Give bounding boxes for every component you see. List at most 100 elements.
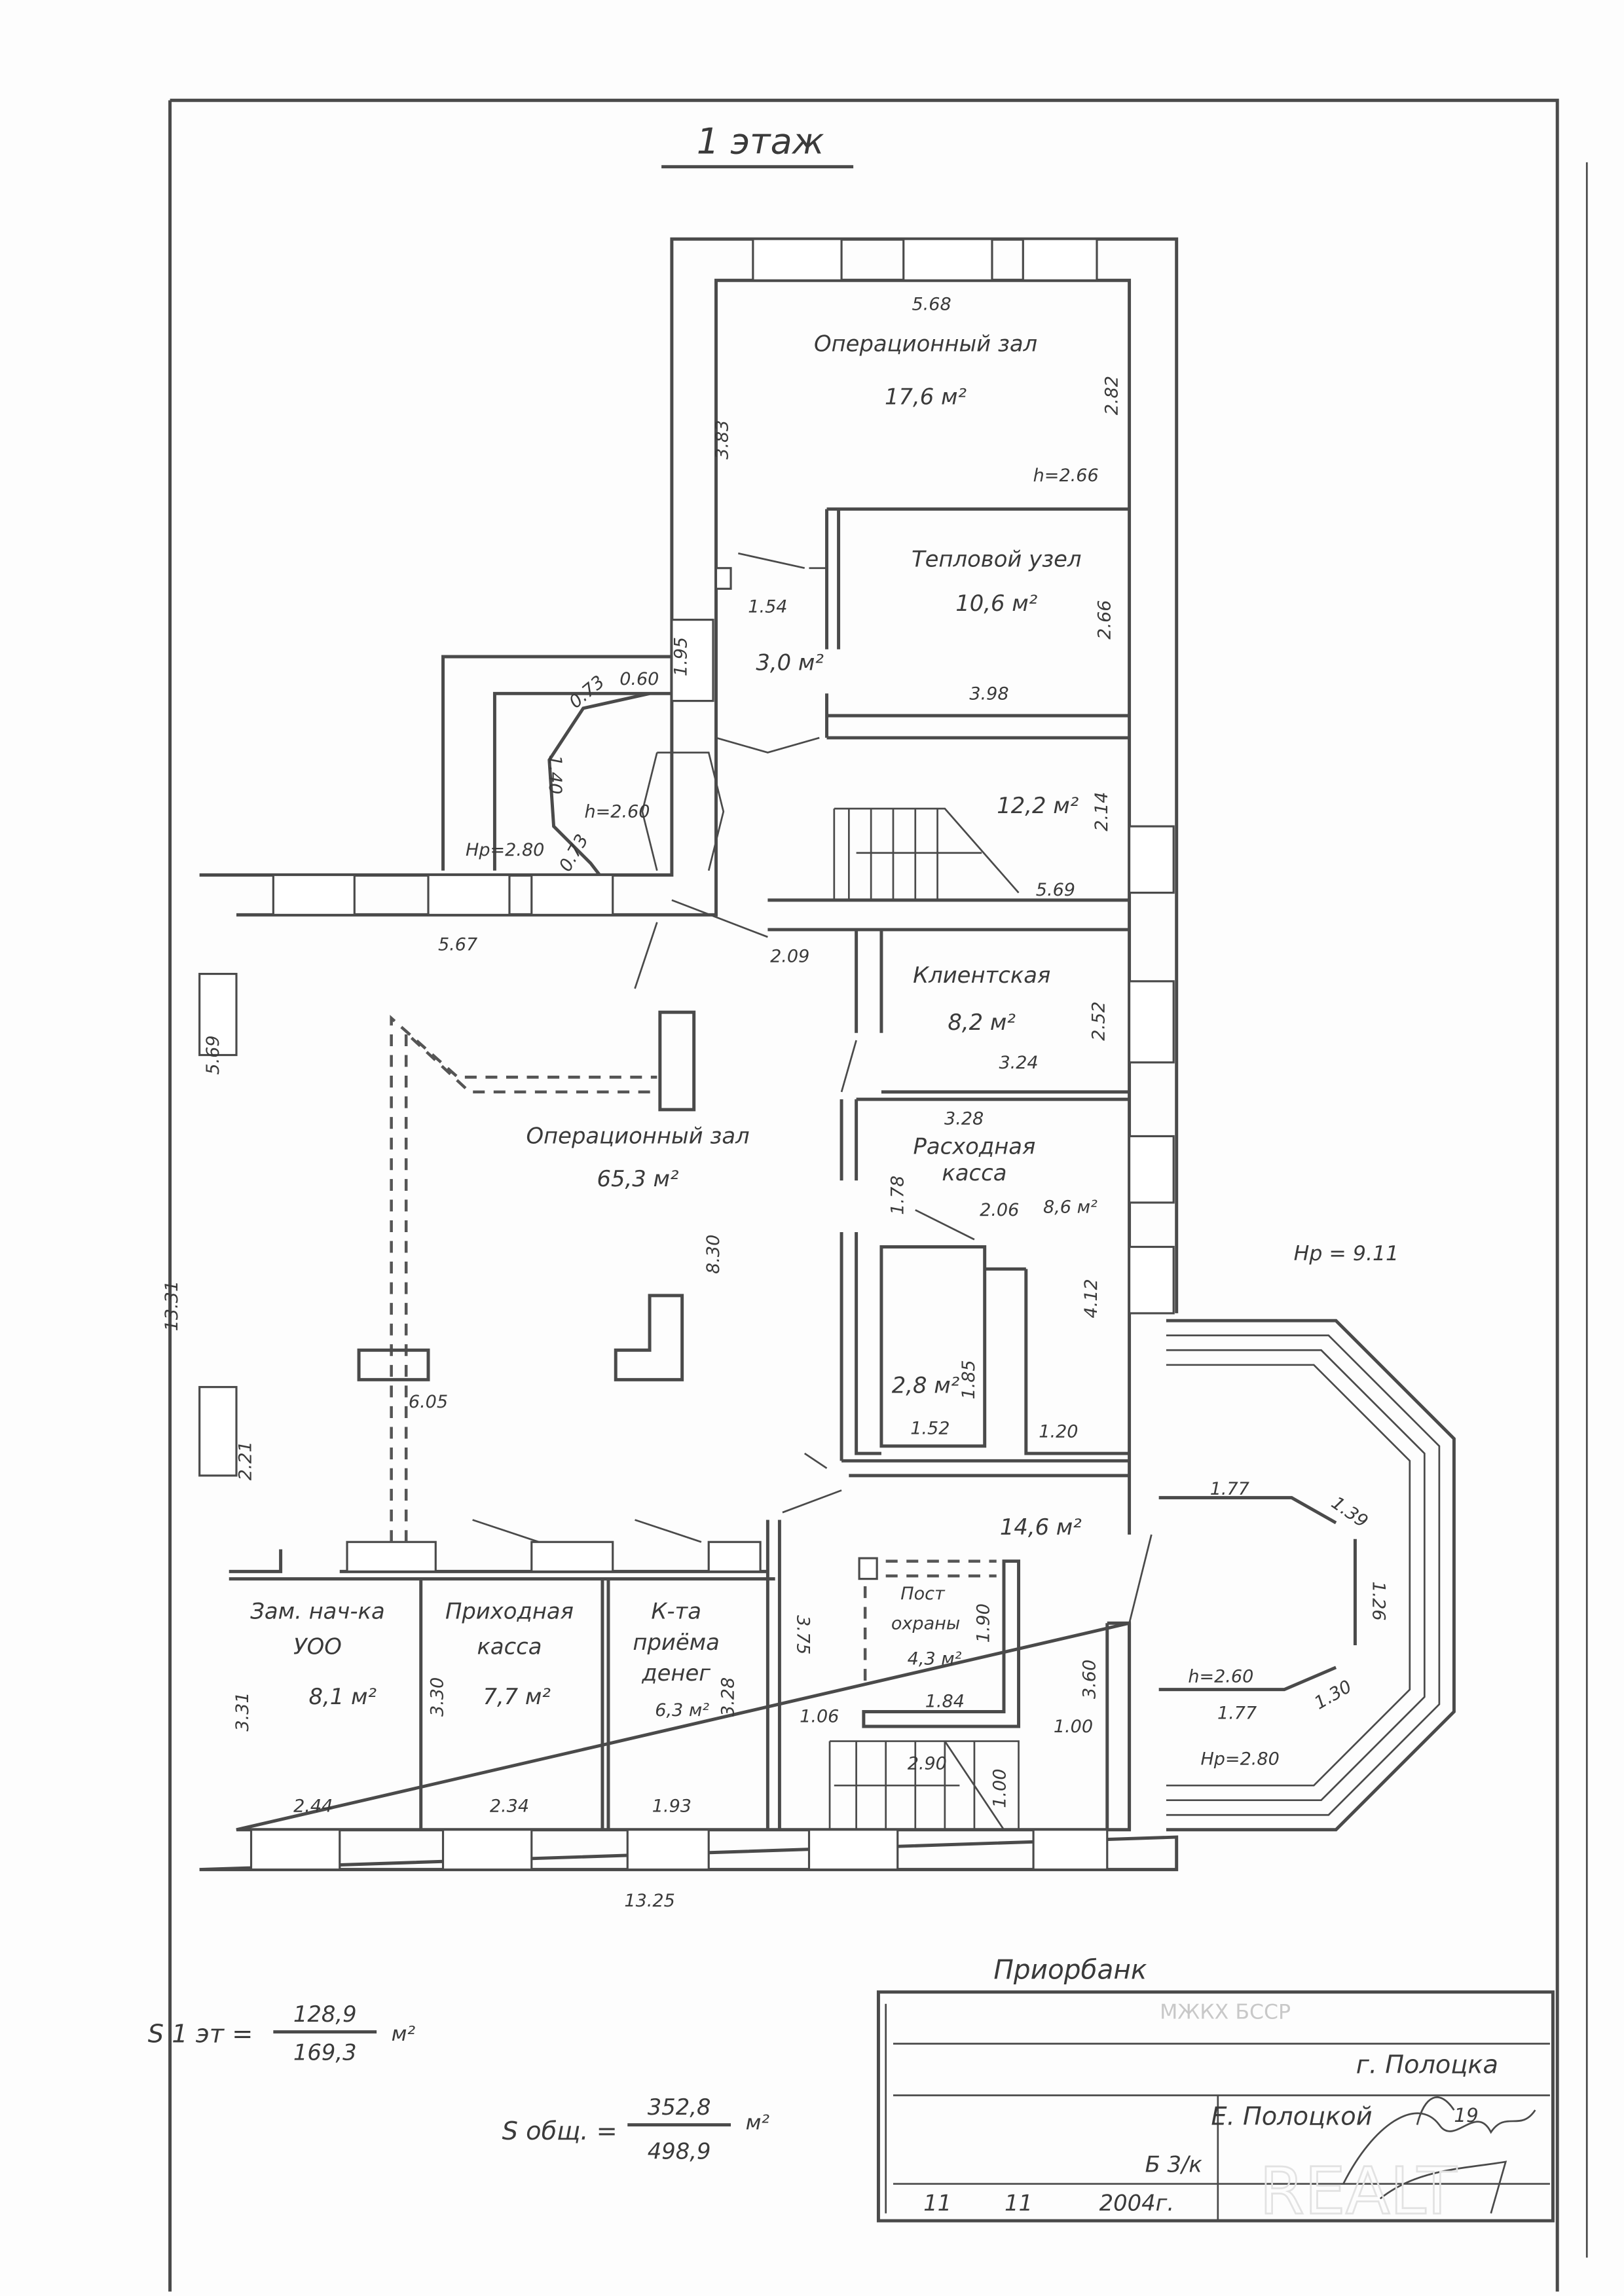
dimension-label: 3.75: [792, 1615, 813, 1654]
room-name: Операционный зал: [814, 331, 1037, 356]
room-area: 3,0 м²: [756, 649, 824, 675]
room-name: Расходная: [913, 1134, 1035, 1159]
room-area: 7,7 м²: [483, 1684, 551, 1709]
dimension-label: 1.52: [910, 1419, 950, 1439]
dimension-label: 8.30: [703, 1235, 724, 1274]
room-name: Приходная: [445, 1598, 574, 1624]
floor-area-label: S 1 эт =: [148, 2019, 253, 2049]
dimension-label: 0.60: [619, 669, 659, 689]
dimension-label: 1.77: [1210, 1479, 1249, 1499]
floor-title: 1 этаж: [697, 120, 824, 162]
dimension-label: 5.68: [912, 294, 951, 314]
total-area-unit: м²: [746, 2111, 770, 2134]
room-area: 8,1 м²: [309, 1684, 377, 1709]
stamp-code: Б 3/к: [1145, 2152, 1203, 2178]
room-labels: Операционный зал 17,6 м² Тепловой узел 1…: [250, 331, 1098, 1721]
dimension-label: 1.84: [925, 1692, 965, 1712]
stamp-year: 2004г.: [1099, 2190, 1175, 2215]
dimension-label: 1.00: [989, 1769, 1010, 1808]
dimension-label: 3.30: [428, 1677, 448, 1717]
dimension-label: 5.69: [1036, 880, 1075, 900]
stamp-org: МЖКХ БССР: [1160, 2000, 1291, 2024]
stamp-street: Е. Полоцкой: [1211, 2102, 1372, 2132]
dimension-label: 2.44: [293, 1796, 333, 1817]
room-name: Пост: [900, 1584, 946, 1604]
total-area-net: 352,8: [648, 2094, 711, 2120]
room-area: 8,6 м²: [1043, 1197, 1098, 1218]
dimension-label: 1.77: [1217, 1704, 1257, 1724]
room-area: 8,2 м²: [948, 1010, 1016, 1035]
dimension-label: 2.34: [490, 1796, 529, 1817]
room-name: приёма: [633, 1630, 720, 1655]
dimension-label: 1.26: [1368, 1581, 1388, 1620]
dimension-label: 1.54: [748, 596, 787, 617]
dimension-label: 3.60: [1080, 1660, 1100, 1699]
ceiling-height-label: Hp = 9.11: [1294, 1242, 1399, 1266]
room-area: 6,3 м²: [655, 1700, 709, 1721]
dimension-label: 1.78: [888, 1176, 908, 1215]
ceiling-height-label: Hp=2.80: [466, 840, 544, 860]
stamp-day: 11: [923, 2190, 951, 2215]
room-area: 14,6 м²: [1000, 1514, 1082, 1540]
dimension-label: 5.69: [203, 1035, 223, 1074]
dimension-label: 1.06: [800, 1706, 839, 1726]
dimension-label: 1.40: [545, 755, 565, 794]
room-name: денег: [641, 1660, 710, 1686]
dimension-label: 1.90: [973, 1603, 993, 1643]
dimension-label: 3.83: [712, 420, 733, 460]
room-name: К-та: [651, 1598, 701, 1624]
title-block-stamp: МЖКХ БССР г. Полоцка Е. Полоцкой 19 Б 3/…: [876, 1990, 1555, 2230]
ceiling-height-label: Hp=2.80: [1200, 1749, 1279, 1770]
dimension-label: 2.14: [1092, 792, 1112, 831]
dimension-label: 2.66: [1094, 600, 1115, 640]
stamp-month: 11: [1005, 2190, 1033, 2215]
dimension-label: 1.85: [959, 1360, 979, 1399]
dimension-label: 2.52: [1088, 1002, 1109, 1041]
dimension-label: 13.31: [162, 1281, 182, 1331]
page-frame: [168, 98, 1559, 2292]
floor-area-net: 128,9: [293, 2001, 357, 2027]
signature: [1342, 2096, 1536, 2214]
ceiling-height-label: h=2.60: [1188, 1666, 1253, 1686]
room-name: охраны: [891, 1613, 960, 1633]
floor-area-unit: м²: [392, 2022, 416, 2046]
total-area-gross: 498,9: [648, 2138, 711, 2164]
dimension-label: 2.09: [770, 947, 809, 967]
dimension-label: 1.95: [671, 637, 691, 676]
room-name: Зам. нач-ка: [250, 1598, 384, 1624]
room-area: 10,6 м²: [955, 591, 1037, 616]
room-name: Тепловой узел: [912, 546, 1081, 572]
room-name: Клиентская: [913, 962, 1050, 988]
dimension-label: 13.25: [624, 1891, 674, 1911]
dimension-label: 3.28: [944, 1108, 984, 1129]
stamp-house: 19: [1454, 2104, 1478, 2126]
room-area: 17,6 м²: [885, 384, 967, 410]
room-area: 2,8 м²: [892, 1373, 960, 1398]
ceiling-height-label: h=2.66: [1033, 465, 1099, 486]
dimension-label: 1.93: [652, 1796, 692, 1817]
windows: [198, 238, 1175, 1871]
dimension-label: 1.00: [1054, 1717, 1093, 1737]
dimension-label: 5.67: [438, 934, 477, 955]
area-summary: S 1 эт = 128,9 169,3 м² S общ. = 352,8 4…: [148, 2001, 770, 2164]
ceiling-height-label: h=2.60: [585, 802, 650, 822]
room-area: 4,3 м²: [908, 1649, 962, 1669]
dimension-label: 3.24: [999, 1053, 1038, 1073]
room-name: Операционный зал: [526, 1123, 749, 1149]
dimension-label: 4.12: [1081, 1279, 1101, 1318]
client-name: Приорбанк: [993, 1954, 1147, 1985]
room-name: касса: [942, 1160, 1006, 1186]
dimension-label: 1.20: [1039, 1421, 1078, 1442]
floor-area-gross: 169,3: [293, 2039, 357, 2065]
room-area: 12,2 м²: [997, 793, 1079, 818]
room-name: УОО: [293, 1634, 342, 1660]
dimension-label: 2.06: [980, 1200, 1019, 1220]
dimension-label: 3.28: [718, 1677, 739, 1717]
watermark: REALT: [1259, 2154, 1457, 2229]
room-name: касса: [477, 1634, 542, 1660]
dimension-label: 2.90: [908, 1753, 947, 1774]
dimension-label: 2.82: [1102, 376, 1122, 415]
dimension-label: 6.05: [409, 1392, 448, 1412]
